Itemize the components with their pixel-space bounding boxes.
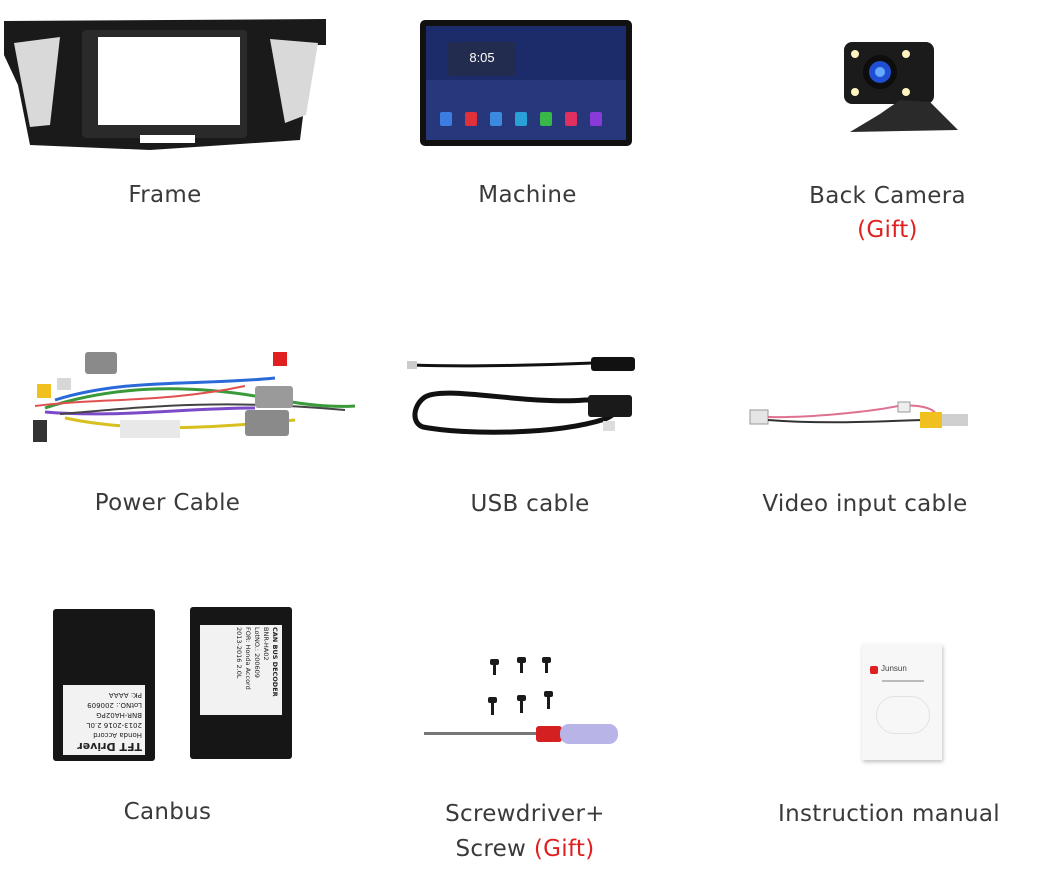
canbus-box-2: CAN BUS DECODER BNR-HA02 LotNO.: 200609 … (190, 607, 292, 759)
usb-cable-label: USB cable (470, 491, 590, 517)
usb-cable-image (407, 357, 635, 435)
video-input-cable-image (749, 401, 968, 428)
screwdriver-label-line2: Screw (Gift) (415, 832, 635, 867)
canbus-label: Canbus (123, 799, 212, 825)
manual-brand: Junsun (881, 664, 907, 673)
screwdriver-gift-tag: (Gift) (533, 836, 595, 862)
power-cable-image (33, 352, 356, 442)
manual-logo-icon (870, 666, 878, 674)
machine-image: 8:05 (420, 20, 632, 146)
screwdriver-label-screw: Screw (455, 836, 527, 862)
power-cable-label: Power Cable (94, 490, 241, 516)
video-input-cable-label: Video input cable (762, 491, 968, 517)
machine-label: Machine (478, 182, 577, 208)
frame-image (4, 19, 326, 150)
canbus-box-2-sticker: CAN BUS DECODER BNR-HA02 LotNO.: 200609 … (200, 625, 282, 715)
machine-time: 8:05 (469, 50, 494, 65)
back-camera-image (844, 42, 958, 132)
back-camera-label: Back Camera (809, 183, 966, 209)
screws-image (488, 657, 553, 715)
canbus-box-1-sticker: TFT Driver Honda Accord 2013-2016 2.0L B… (63, 685, 145, 755)
manual-graphic (876, 696, 930, 734)
manual-title-line (882, 680, 924, 682)
canbus-box-1: TFT Driver Honda Accord 2013-2016 2.0L B… (53, 609, 155, 761)
instruction-manual-label: Instruction manual (778, 801, 1000, 827)
back-camera-gift-tag: (Gift) (857, 217, 918, 243)
screwdriver-image (424, 724, 618, 744)
screwdriver-label-line1: Screwdriver+ (445, 801, 605, 827)
manual-booklet: Junsun (862, 644, 942, 760)
frame-label: Frame (128, 182, 202, 208)
